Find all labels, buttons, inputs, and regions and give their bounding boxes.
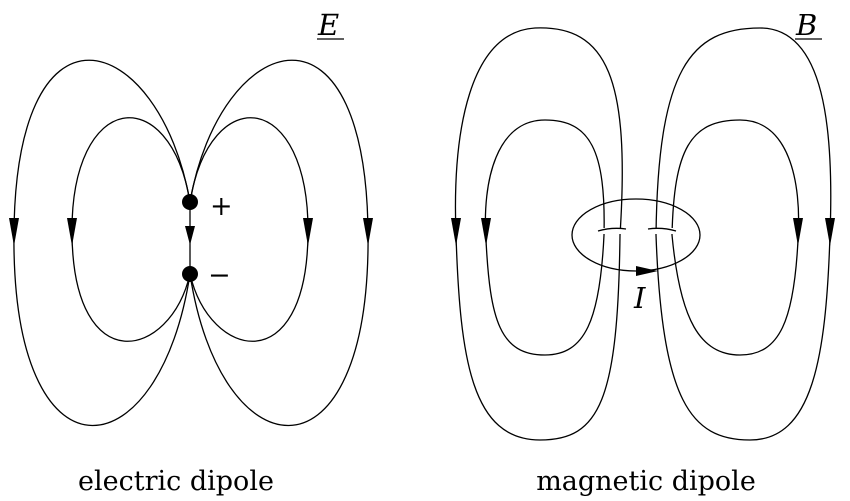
loop-front-right — [647, 227, 677, 232]
e-field-line-outer-right — [189, 59, 369, 426]
magnetic-field-symbol: B — [795, 8, 817, 42]
field-gap-left — [600, 228, 626, 234]
b-field-line-inner-right — [671, 119, 800, 356]
e-arrow-outer-left — [9, 218, 19, 246]
b-field-line-outer-right — [655, 27, 832, 441]
positive-charge-label: + — [210, 191, 233, 222]
b-arrow-inner-left — [481, 218, 491, 246]
positive-charge — [182, 194, 198, 210]
e-arrow-axis — [185, 226, 195, 245]
b-arrow-outer-left — [451, 218, 461, 246]
b-arrow-outer-right — [825, 218, 835, 246]
electric-field-symbol: E — [317, 8, 339, 42]
loop-gap-left — [616, 225, 626, 247]
electric-dipole-caption: electric dipole — [78, 466, 274, 497]
magnetic-dipole-panel: B I magnetic dipole — [451, 8, 835, 497]
negative-charge-label: − — [208, 260, 231, 291]
e-arrow-inner-right — [303, 218, 313, 246]
b-field-line-inner-left — [484, 119, 605, 356]
e-field-line-inner-right — [189, 117, 309, 342]
current-label: I — [633, 281, 646, 315]
e-field-line-outer-left — [13, 59, 191, 426]
current-loop — [571, 198, 701, 272]
b-field-line-outer-left — [454, 27, 623, 441]
e-arrow-inner-left — [67, 218, 77, 246]
e-arrow-outer-right — [363, 218, 373, 246]
current-arrow — [636, 266, 658, 276]
e-field-line-inner-left — [71, 117, 191, 342]
loop-front-left — [597, 227, 627, 232]
electric-dipole-panel: E + − electric dipole — [9, 8, 373, 497]
loop-gap-right — [646, 225, 656, 247]
field-gap-right — [650, 228, 676, 234]
b-arrow-inner-right — [793, 218, 803, 246]
negative-charge — [182, 266, 198, 282]
magnetic-dipole-caption: magnetic dipole — [536, 466, 756, 497]
